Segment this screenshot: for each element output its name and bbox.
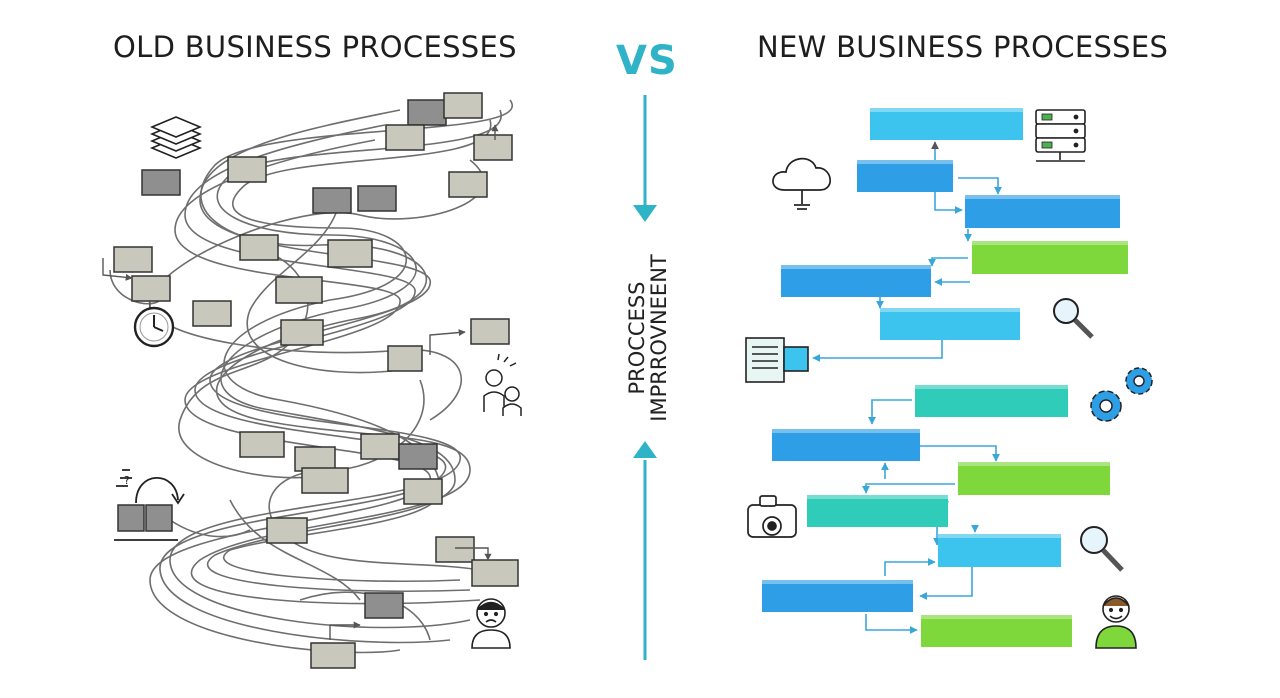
- old-box: [131, 275, 171, 302]
- process-bar: [762, 580, 913, 612]
- gears-icon: [1090, 367, 1153, 422]
- old-box: [239, 234, 279, 261]
- arrow-up-icon: [633, 441, 657, 458]
- old-box: [443, 92, 483, 119]
- old-box: [312, 187, 352, 214]
- old-box: [192, 300, 232, 327]
- center-divider: [633, 95, 657, 660]
- process-bar: [921, 615, 1072, 647]
- document-icon: [745, 337, 809, 383]
- old-box: [470, 318, 510, 345]
- old-box: [398, 443, 438, 470]
- old-box: [403, 478, 443, 505]
- old-box: [280, 319, 324, 346]
- old-box: [364, 592, 404, 619]
- old-box: [387, 345, 423, 372]
- old-process-boxes: [113, 92, 519, 669]
- old-arrows: [102, 124, 499, 640]
- old-box: [141, 169, 181, 196]
- process-bar: [781, 265, 931, 297]
- old-box: [294, 446, 336, 472]
- old-box: [471, 559, 519, 587]
- old-box: [357, 185, 397, 212]
- old-box: [113, 246, 153, 273]
- old-box: [310, 642, 356, 669]
- old-box: [407, 99, 447, 126]
- process-bar: [870, 108, 1023, 140]
- magnifier-icon: [1080, 526, 1124, 572]
- process-bar: [772, 429, 920, 461]
- sad-person-icon: [471, 598, 511, 649]
- new-processes-title: NEW BUSINESS PROCESSES: [757, 30, 1169, 64]
- old-box: [327, 239, 373, 268]
- bar-highlights: [762, 108, 1128, 619]
- process-bar: [915, 385, 1068, 417]
- magnifier-icon: [1053, 298, 1094, 339]
- old-box: [473, 134, 513, 161]
- vs-label: VS: [616, 38, 678, 84]
- old-box: [266, 517, 308, 544]
- old-box: [435, 536, 475, 563]
- process-bar: [857, 160, 953, 192]
- old-box: [360, 433, 400, 460]
- process-bar: [965, 195, 1120, 228]
- old-box: [117, 504, 145, 532]
- old-box: [145, 504, 173, 532]
- server-icon: [1035, 109, 1086, 162]
- new-process-bars: [762, 108, 1128, 647]
- confused-people-icon: [483, 353, 522, 416]
- happy-person-icon: [1095, 595, 1137, 649]
- process-bar: [880, 308, 1020, 340]
- old-box: [385, 124, 425, 151]
- old-box: [448, 171, 488, 198]
- process-bar: [958, 462, 1110, 495]
- process-bar: [807, 495, 948, 527]
- stack-icon: [149, 116, 203, 159]
- camera-icon: [747, 495, 797, 538]
- old-processes-title: OLD BUSINESS PROCESSES: [113, 30, 517, 64]
- arrow-down-icon: [633, 205, 657, 222]
- old-box: [239, 431, 285, 458]
- process-bar: [938, 534, 1061, 567]
- cloud-icon: [772, 157, 831, 210]
- loop-arrow-icon: ?: [114, 469, 185, 541]
- process-bar: [972, 241, 1128, 274]
- old-box: [227, 156, 267, 183]
- old-box: [301, 467, 349, 494]
- new-connectors: [812, 141, 1002, 634]
- old-box: [275, 276, 323, 304]
- svg-text:?: ?: [124, 474, 130, 487]
- clock-icon: [133, 306, 175, 348]
